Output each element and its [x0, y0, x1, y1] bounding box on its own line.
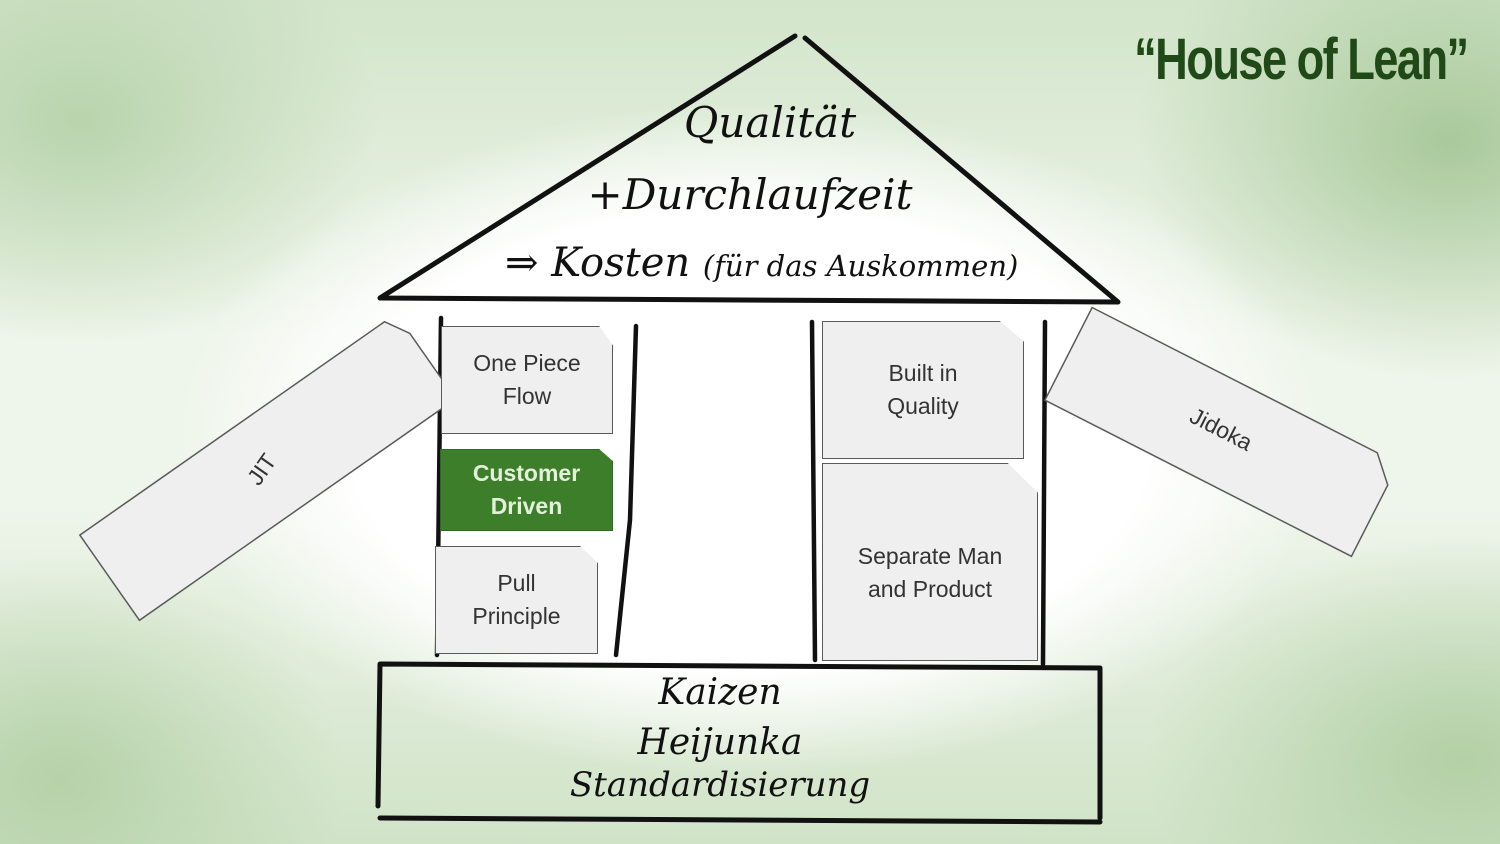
jit-card-shape [78, 320, 457, 622]
roof-line-quality: Qualität [683, 98, 857, 147]
base-line-standardization: Standardisierung [569, 765, 871, 805]
card-separate-man-product: Separate Man and Product [822, 463, 1038, 661]
card-one-piece-flow-line1: One Piece [473, 350, 581, 376]
card-built-in-quality: Built in Quality [822, 321, 1024, 459]
card-customer-driven-line2: Driven [490, 493, 563, 519]
base-outline [375, 661, 1103, 825]
base-line-kaizen: Kaizen [658, 672, 782, 713]
jidoka-card-shape [1043, 306, 1389, 558]
roof-costs-note: (für das Auskommen) [702, 249, 1019, 283]
roof-costs-main: ⇒ Kosten [505, 240, 691, 286]
card-one-piece-flow-line2: Flow [502, 383, 552, 409]
roof-line-costs: ⇒ Kosten (für das Auskommen) [505, 240, 1025, 286]
card-built-in-quality-line1: Built in [888, 360, 958, 386]
card-separate-man-product-line2: and Product [867, 576, 992, 602]
card-separate-man-product-line1: Separate Man [857, 543, 1003, 569]
card-built-in-quality-line2: Quality [887, 393, 959, 419]
roof-outline [377, 33, 1121, 305]
card-pull-principle-line2: Principle [472, 603, 561, 629]
card-customer-driven-line1: Customer [472, 460, 581, 486]
card-pull-principle-line1: Pull [497, 570, 536, 596]
right-pillar-outline [809, 319, 1048, 667]
base-line-heijunka: Heijunka [637, 722, 803, 763]
roof-line-lead-time: +Durchlaufzeit [587, 170, 913, 219]
page-title: “House of Lean” [1134, 27, 1469, 92]
